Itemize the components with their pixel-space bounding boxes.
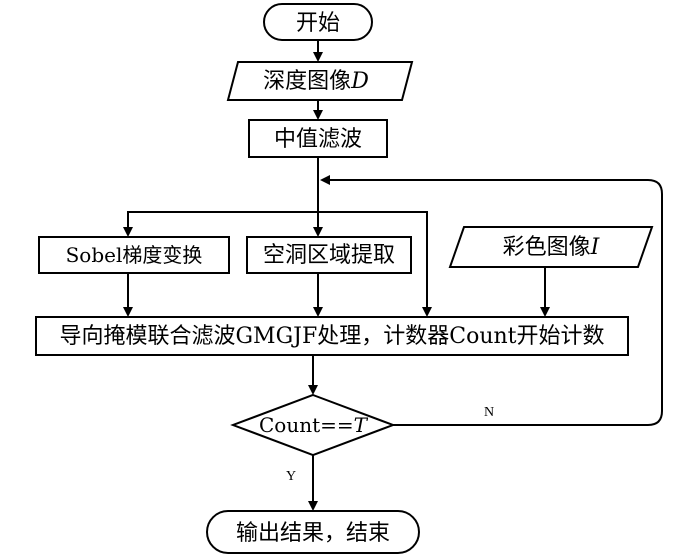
median-filter-label: 中值滤波 (274, 127, 362, 152)
hole-extract-label: 空洞区域提取 (263, 243, 395, 268)
decision-label: Count==T (259, 413, 369, 437)
depth-image-var: D (350, 69, 369, 94)
edge-label-yes: Y (286, 469, 296, 484)
start-label: 开始 (296, 11, 340, 36)
sobel-label: Sobel梯度变换 (66, 243, 203, 267)
end-node (206, 510, 420, 554)
edge-to-gmgjf-direct (318, 211, 432, 317)
end-label: 输出结果，结束 (236, 521, 390, 546)
depth-image-label: 深度图像D (263, 69, 369, 94)
decision-text: Count== (259, 413, 354, 437)
edge-loop-back (320, 175, 663, 426)
depth-image-node (226, 61, 414, 101)
edge-label-no: N (484, 405, 494, 420)
depth-image-text: 深度图像 (263, 69, 351, 94)
sobel-node (38, 236, 230, 274)
decision-var: T (354, 413, 369, 437)
gmgjf-process-node (35, 316, 629, 356)
color-image-node (448, 226, 654, 268)
gmgjf-process-label: 导向掩模联合滤波GMGJF处理，计数器Count开始计数 (59, 324, 604, 349)
hole-extract-node (246, 236, 412, 274)
color-image-var: I (590, 235, 601, 260)
color-image-label: 彩色图像I (503, 235, 601, 260)
color-image-text: 彩色图像 (503, 235, 591, 260)
edge-to-sobel (123, 211, 318, 237)
